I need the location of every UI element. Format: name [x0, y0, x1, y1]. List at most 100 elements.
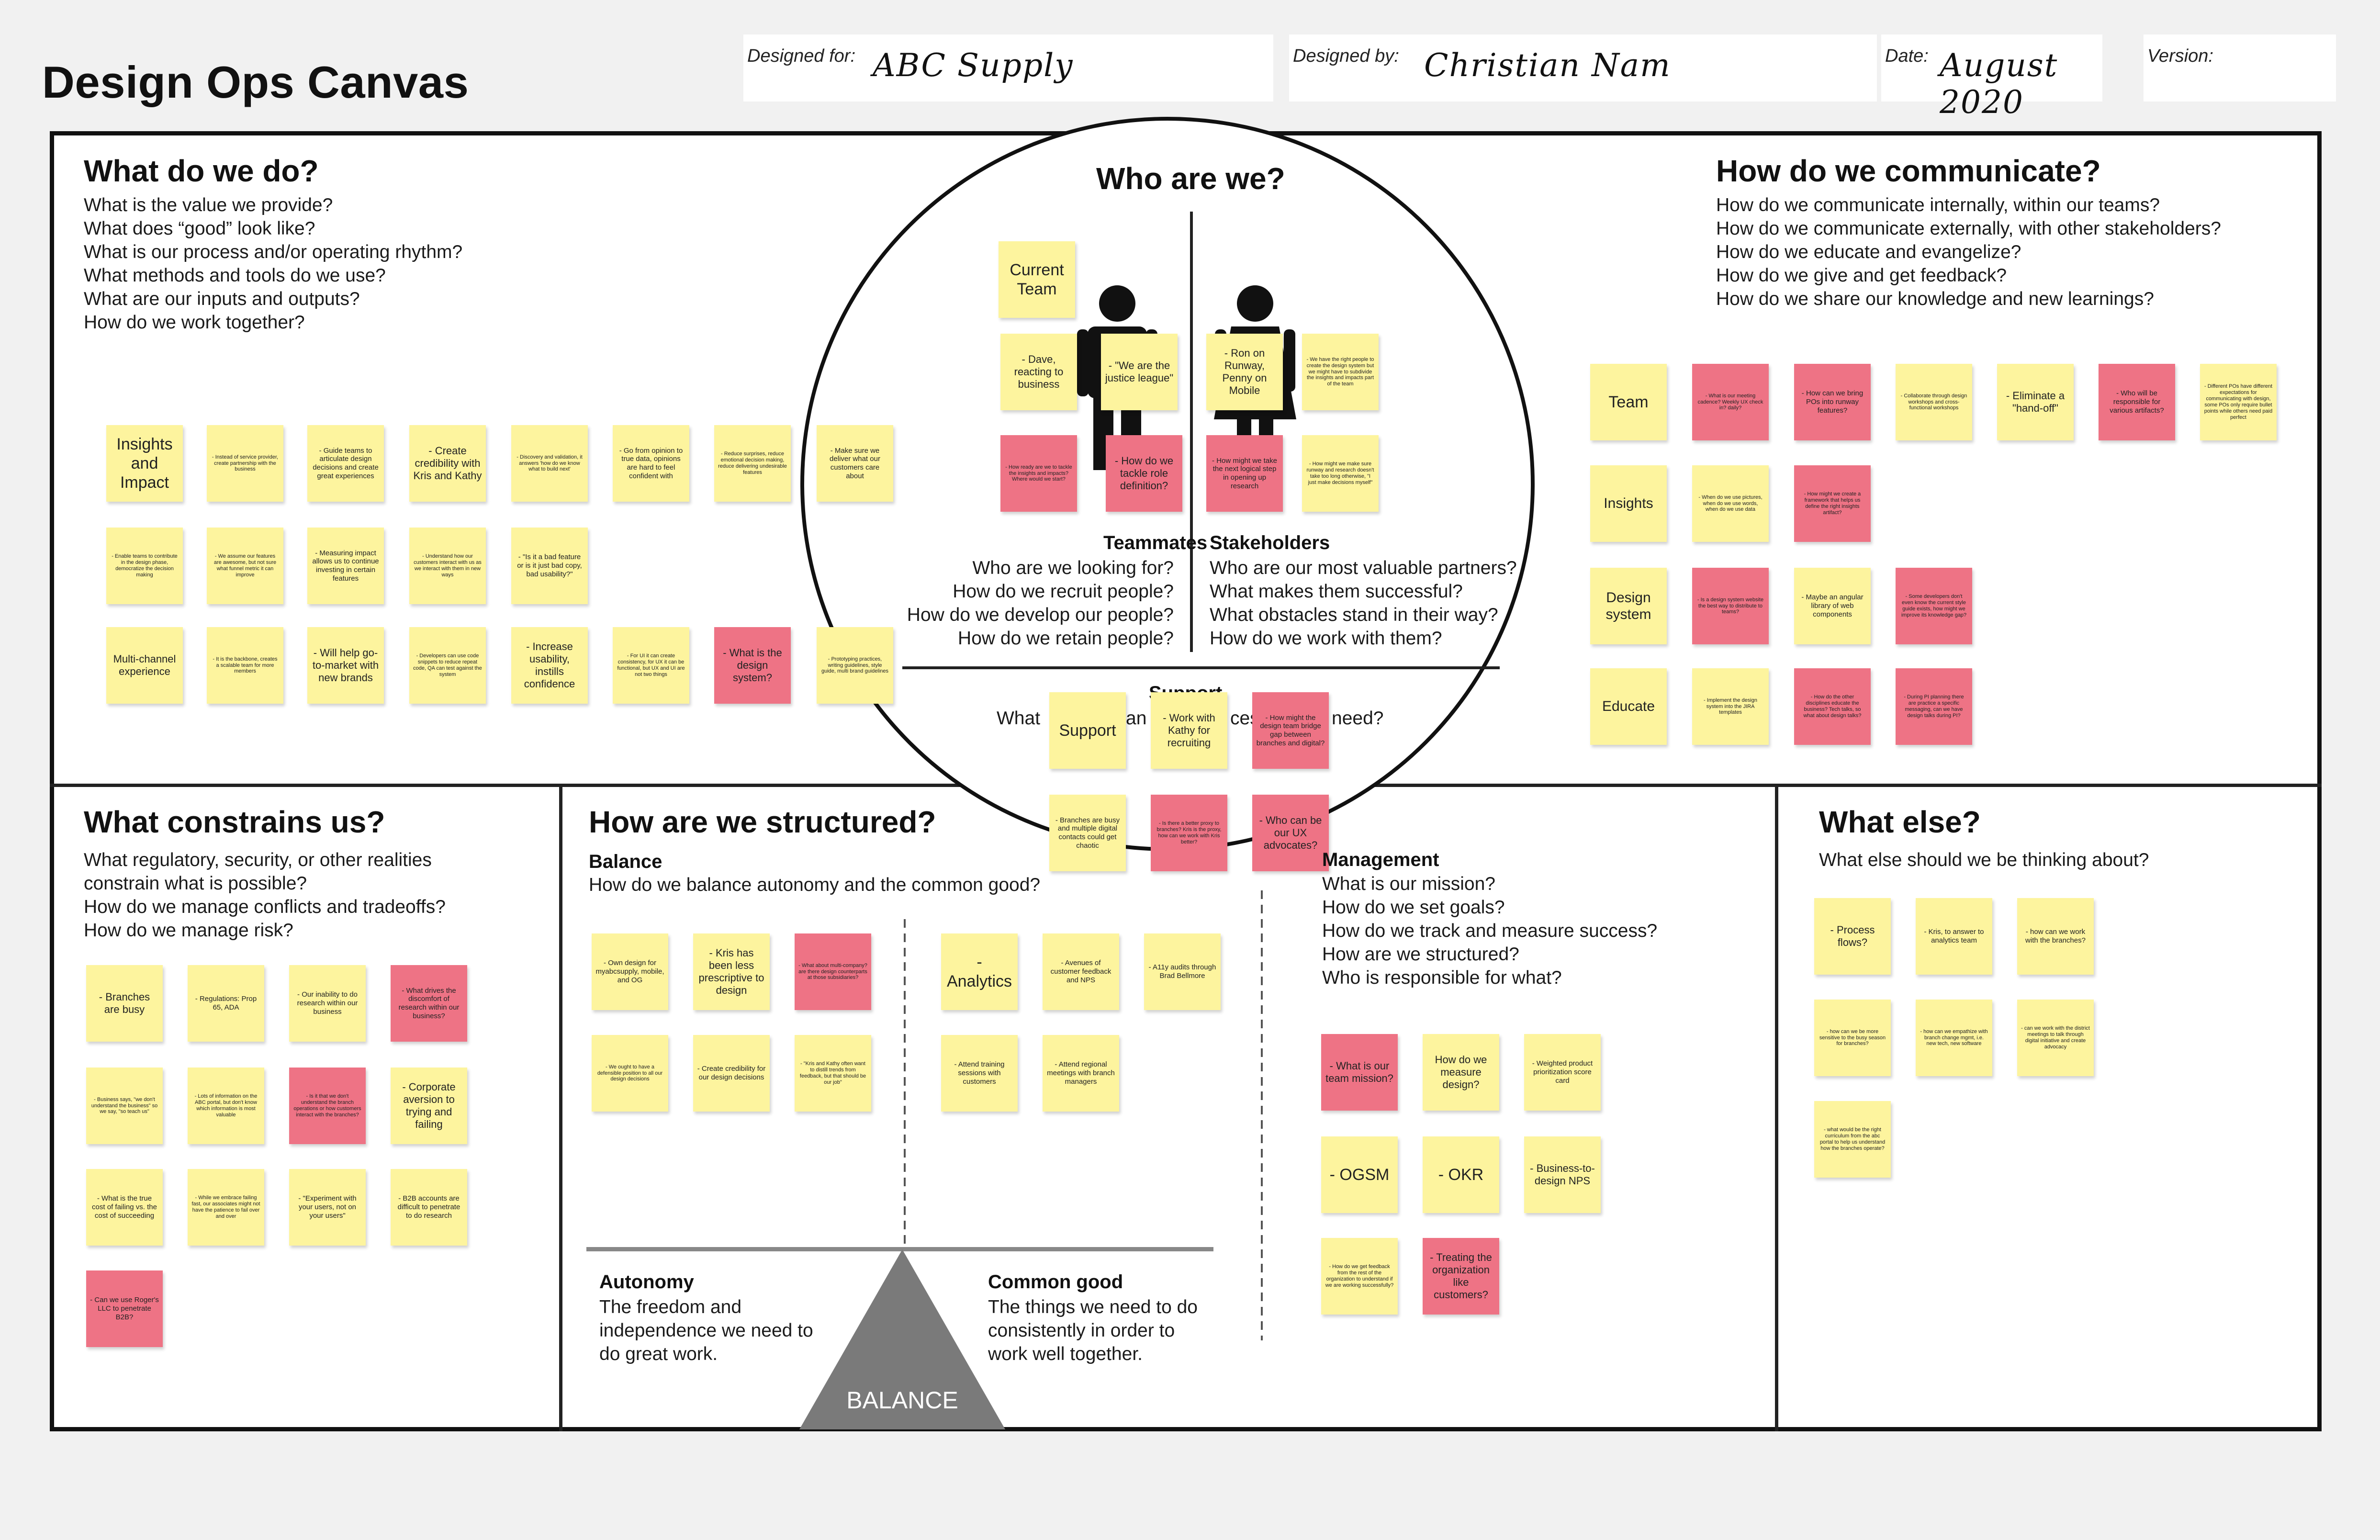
sticky-note[interactable]: - Reduce surprises, reduce emotional dec… — [714, 425, 791, 502]
sticky-note[interactable]: - We have the right people to create the… — [1302, 334, 1379, 410]
sticky-note[interactable]: - Collaborate through design workshops a… — [1896, 364, 1972, 440]
sticky-note[interactable]: - OGSM — [1321, 1136, 1398, 1213]
sticky-note[interactable]: - "We are the justice league" — [1101, 334, 1178, 410]
sticky-note[interactable]: - For UI it can create consistency, for … — [613, 627, 689, 704]
sticky-note[interactable]: - Will help go-to-market with new brands — [307, 627, 384, 704]
sticky-note[interactable]: - How might the design team bridge gap b… — [1252, 692, 1329, 769]
sticky-note[interactable]: - how can we work with the branches? — [2017, 898, 2094, 975]
sticky-note[interactable]: - Is a design system website the best wa… — [1692, 568, 1769, 644]
date-box[interactable]: Date: August 2020 — [1881, 34, 2102, 121]
sticky-note[interactable]: - Instead of service provider, create pa… — [207, 425, 283, 502]
sticky-note[interactable]: - Prototyping practices, writing guideli… — [817, 627, 893, 704]
sticky-note[interactable]: Support — [1049, 692, 1126, 769]
sticky-note[interactable]: - Work with Kathy for recruiting — [1151, 692, 1227, 769]
sticky-note[interactable]: - How might we create a framework that h… — [1794, 465, 1871, 542]
sticky-note[interactable]: - Who can be our UX advocates? — [1252, 795, 1329, 871]
sticky-note[interactable]: - How might we take the next logical ste… — [1206, 435, 1283, 512]
sticky-note[interactable]: - Business-to-design NPS — [1524, 1136, 1601, 1213]
sticky-note[interactable]: - "Kris and Kathy often want to distill … — [795, 1035, 871, 1112]
sticky-note[interactable]: - Create credibility with Kris and Kathy — [409, 425, 486, 502]
sticky-note[interactable]: - "Experiment with your users, not on yo… — [289, 1169, 366, 1246]
sticky-note[interactable]: - Attend regional meetings with branch m… — [1043, 1035, 1119, 1112]
sticky-note[interactable]: - We ought to have a defensible position… — [592, 1035, 668, 1112]
sticky-note[interactable]: - Our inability to do research within ou… — [289, 965, 366, 1042]
designed-for-box[interactable]: Designed for: ABC Supply — [743, 34, 1273, 101]
sticky-note[interactable]: - Different POs have different expectati… — [2200, 364, 2277, 440]
sticky-note[interactable]: - It is the backbone, creates a scalable… — [207, 627, 283, 704]
sticky-note[interactable]: - Discovery and validation, it answers '… — [511, 425, 588, 502]
sticky-note[interactable]: How do we measure design? — [1423, 1034, 1499, 1111]
sticky-note[interactable]: - A11y audits through Brad Bellmore — [1144, 933, 1221, 1010]
sticky-note[interactable]: - Own design for myabcsupply, mobile, an… — [592, 933, 668, 1010]
sticky-note[interactable]: - During PI planning there are practice … — [1896, 668, 1972, 745]
sticky-note[interactable]: - Guide teams to articulate design decis… — [307, 425, 384, 502]
sticky-note[interactable]: - Analytics — [941, 933, 1018, 1010]
sticky-note[interactable]: - Is it that we don't understand the bra… — [289, 1068, 366, 1144]
sticky-note[interactable]: - Branches are busy and multiple digital… — [1049, 795, 1126, 871]
sticky-note[interactable]: - what would be the right curriculum fro… — [1814, 1101, 1891, 1178]
sticky-note[interactable]: - Treating the organization like custome… — [1423, 1238, 1499, 1315]
sticky-note[interactable]: - how can we be more sensitive to the bu… — [1814, 1000, 1891, 1076]
version-box[interactable]: Version: — [2144, 34, 2336, 101]
sticky-note[interactable]: - B2B accounts are difficult to penetrat… — [391, 1169, 467, 1246]
sticky-note[interactable]: Team — [1590, 364, 1667, 440]
sticky-note[interactable]: - Kris, to answer to analytics team — [1916, 898, 1992, 975]
sticky-note[interactable]: - How might we make sure runway and rese… — [1302, 435, 1379, 512]
sticky-note[interactable]: - When do we use pictures, when do we us… — [1692, 465, 1769, 542]
sticky-note[interactable]: Current Team — [999, 241, 1075, 318]
sticky-note[interactable]: - Branches are busy — [86, 965, 163, 1042]
sticky-note[interactable]: - Make sure we deliver what our customer… — [817, 425, 893, 502]
sticky-note[interactable]: - "Is it a bad feature or is it just bad… — [511, 528, 588, 604]
sticky-note[interactable]: - Kris has been less prescriptive to des… — [693, 933, 770, 1010]
sticky-note[interactable]: Educate — [1590, 668, 1667, 745]
management-title: Management — [1322, 849, 1439, 870]
sticky-note[interactable]: - Regulations: Prop 65, ADA — [188, 965, 264, 1042]
sticky-note[interactable]: - Attend training sessions with customer… — [941, 1035, 1018, 1112]
sticky-note[interactable]: - Maybe an angular library of web compon… — [1794, 568, 1871, 644]
sticky-note[interactable]: - Weighted product prioritization score … — [1524, 1034, 1601, 1111]
sticky-note[interactable]: - Avenues of customer feedback and NPS — [1043, 933, 1119, 1010]
sticky-note[interactable]: Design system — [1590, 568, 1667, 644]
sticky-note[interactable]: Insights — [1590, 465, 1667, 542]
sticky-note[interactable]: - Dave, reacting to business — [1000, 334, 1077, 410]
sticky-note[interactable]: - What about multi-company? are there de… — [795, 933, 871, 1010]
question: How do we recruit people? — [953, 581, 1174, 602]
sticky-note[interactable]: - How do we tackle role definition? — [1106, 435, 1182, 512]
sticky-note[interactable]: - Enable teams to contribute in the desi… — [106, 528, 183, 604]
designed-by-box[interactable]: Designed by: Christian Nam — [1289, 34, 1877, 101]
sticky-note[interactable]: - OKR — [1423, 1136, 1499, 1213]
sticky-note[interactable]: - What is the true cost of failing vs. t… — [86, 1169, 163, 1246]
sticky-note[interactable]: - We assume our features are awesome, bu… — [207, 528, 283, 604]
designed-for-label: Designed for: — [747, 46, 856, 66]
sticky-note[interactable]: - Lots of information on the ABC portal,… — [188, 1068, 264, 1144]
sticky-note[interactable]: - Go from opinion to true data, opinions… — [613, 425, 689, 502]
sticky-note[interactable]: - Some developers don't even know the cu… — [1896, 568, 1972, 644]
sticky-note[interactable]: - How do the other disciplines educate t… — [1794, 668, 1871, 745]
sticky-note[interactable]: - Increase usability, instills confidenc… — [511, 627, 588, 704]
sticky-note[interactable]: - Developers can use code snippets to re… — [409, 627, 486, 704]
sticky-note[interactable]: - Corporate aversion to trying and faili… — [391, 1068, 467, 1144]
sticky-note[interactable]: - Business says, "we don't understand th… — [86, 1068, 163, 1144]
sticky-note[interactable]: Multi-channel experience — [106, 627, 183, 704]
sticky-note[interactable]: - How do we get feedback from the rest o… — [1321, 1238, 1398, 1315]
sticky-note[interactable]: - Is there a better proxy to branches? K… — [1151, 795, 1227, 871]
sticky-note[interactable]: - Measuring impact allows us to continue… — [307, 528, 384, 604]
sticky-note[interactable]: - What is the design system? — [714, 627, 791, 704]
sticky-note[interactable]: - What drives the discomfort of research… — [391, 965, 467, 1042]
sticky-note[interactable]: - Eliminate a "hand-off" — [1997, 364, 2074, 440]
sticky-note[interactable]: - How ready are we to tackle the insight… — [1000, 435, 1077, 512]
sticky-note[interactable]: - What is our meeting cadence? Weekly UX… — [1692, 364, 1769, 440]
sticky-note[interactable]: - Can we use Roger's LLC to penetrate B2… — [86, 1270, 163, 1347]
sticky-note[interactable]: - How can we bring POs into runway featu… — [1794, 364, 1871, 440]
sticky-note[interactable]: - Process flows? — [1814, 898, 1891, 975]
sticky-note[interactable]: - Understand how our customers interact … — [409, 528, 486, 604]
sticky-note[interactable]: Insights and Impact — [106, 425, 183, 502]
sticky-note[interactable]: - how can we empathize with branch chang… — [1916, 1000, 1992, 1076]
sticky-note[interactable]: - Create credibility for our design deci… — [693, 1035, 770, 1112]
sticky-note[interactable]: - Ron on Runway, Penny on Mobile — [1206, 334, 1283, 410]
sticky-note[interactable]: - What is our team mission? — [1321, 1034, 1398, 1111]
sticky-note[interactable]: - While we embrace failing fast, our ass… — [188, 1169, 264, 1246]
sticky-note[interactable]: - Implement the design system into the J… — [1692, 668, 1769, 745]
sticky-note[interactable]: - Who will be responsible for various ar… — [2099, 364, 2175, 440]
sticky-note[interactable]: - can we work with the district meetings… — [2017, 1000, 2094, 1076]
